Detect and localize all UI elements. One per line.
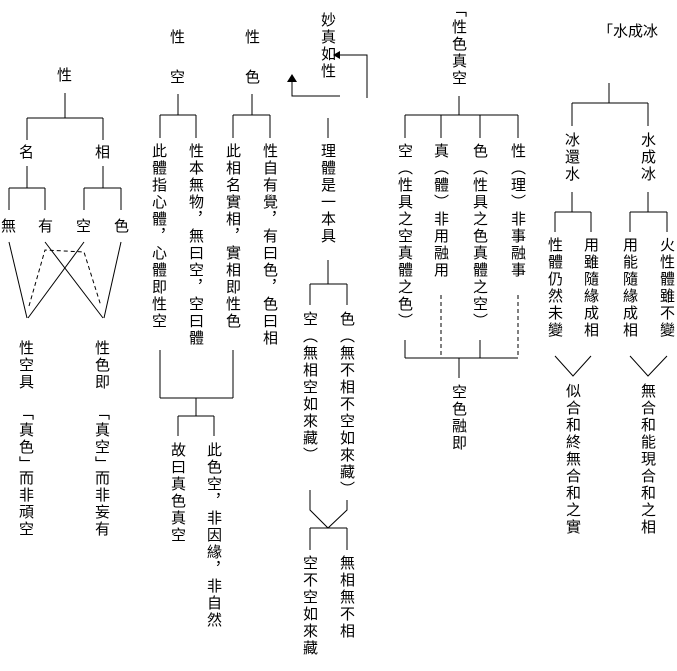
c4-result-left: 空不空如來藏 <box>301 555 319 657</box>
c4-form-branch: 色（無不相不空如來藏） <box>338 311 356 498</box>
c3-form-node: 色 <box>245 68 261 86</box>
c2-left-text: 此體指心體，心體即性空 <box>150 143 168 330</box>
c1-left-tail: 而非頑空 <box>17 470 35 538</box>
c4-root: 妙真如性 <box>319 12 337 80</box>
arrowhead-icon <box>333 51 340 59</box>
c4-empty-branch: 空（無相空如來藏） <box>301 311 319 464</box>
c1-leaf-being: 有 <box>38 217 54 235</box>
c3-result-text: 此色空，非因緣，非自然 <box>205 442 223 629</box>
c1-leaf-form: 色 <box>114 217 130 235</box>
c6-lr-text: 用雖隨緣成相 <box>582 237 600 339</box>
c3-right-text: 性自有覺，有曰色，色曰相 <box>261 143 279 347</box>
c4-stem: 理體是一本具 <box>319 143 337 245</box>
c5-root: 「性色真空 <box>450 2 468 87</box>
c6-right-node: 水成冰 <box>639 132 657 183</box>
c6-result-right: 無合和能現合和之相 <box>639 383 657 536</box>
c1-right-quote: 「真空」 <box>93 405 111 473</box>
c1-left-quote: 「真色」 <box>17 405 35 473</box>
c2-result-text: 故曰真色真空 <box>169 442 187 544</box>
c5-result: 空色融即 <box>450 384 468 452</box>
c1-form-node: 相 <box>95 143 111 161</box>
c2-empty-node: 空 <box>170 68 186 86</box>
c5-item-true: 真（體）非用融用 <box>432 143 450 279</box>
c3-root: 性 <box>245 28 261 46</box>
c1-leaf-empty: 空 <box>76 217 92 235</box>
c6-rl-text: 用能隨緣成相 <box>621 237 639 339</box>
c1-right-result: 性色即 <box>93 340 111 391</box>
c1-right-tail: 而非妄有 <box>93 470 111 538</box>
c6-ll-text: 性體仍然未變 <box>546 237 564 339</box>
arrowhead-icon <box>287 74 297 82</box>
c6-rr-text: 火性體雖不變 <box>658 237 676 339</box>
c1-root: 性 <box>57 66 73 84</box>
c6-left-node: 冰還水 <box>563 132 581 183</box>
c3-left-text: 此相名實相，實相即性色 <box>224 143 242 330</box>
c1-name-node: 名 <box>19 143 35 161</box>
c6-result-left: 似合和終無合和之實 <box>564 383 582 536</box>
c1-leaf-none: 無 <box>1 217 17 235</box>
c1-left-result: 性空具 <box>17 340 35 391</box>
c4-result-right: 無相無不相 <box>338 555 356 640</box>
c5-item-empty: 空（性具之空真體之色） <box>396 143 414 330</box>
c5-item-form: 色（性具之色真體之空） <box>471 143 489 330</box>
c6-root: 「水成冰 <box>598 22 659 40</box>
c2-right-text: 性本無物，無曰空，空曰體 <box>187 143 205 347</box>
c2-root: 性 <box>170 28 186 46</box>
c5-item-nature: 性（理）非事融事 <box>509 143 527 279</box>
